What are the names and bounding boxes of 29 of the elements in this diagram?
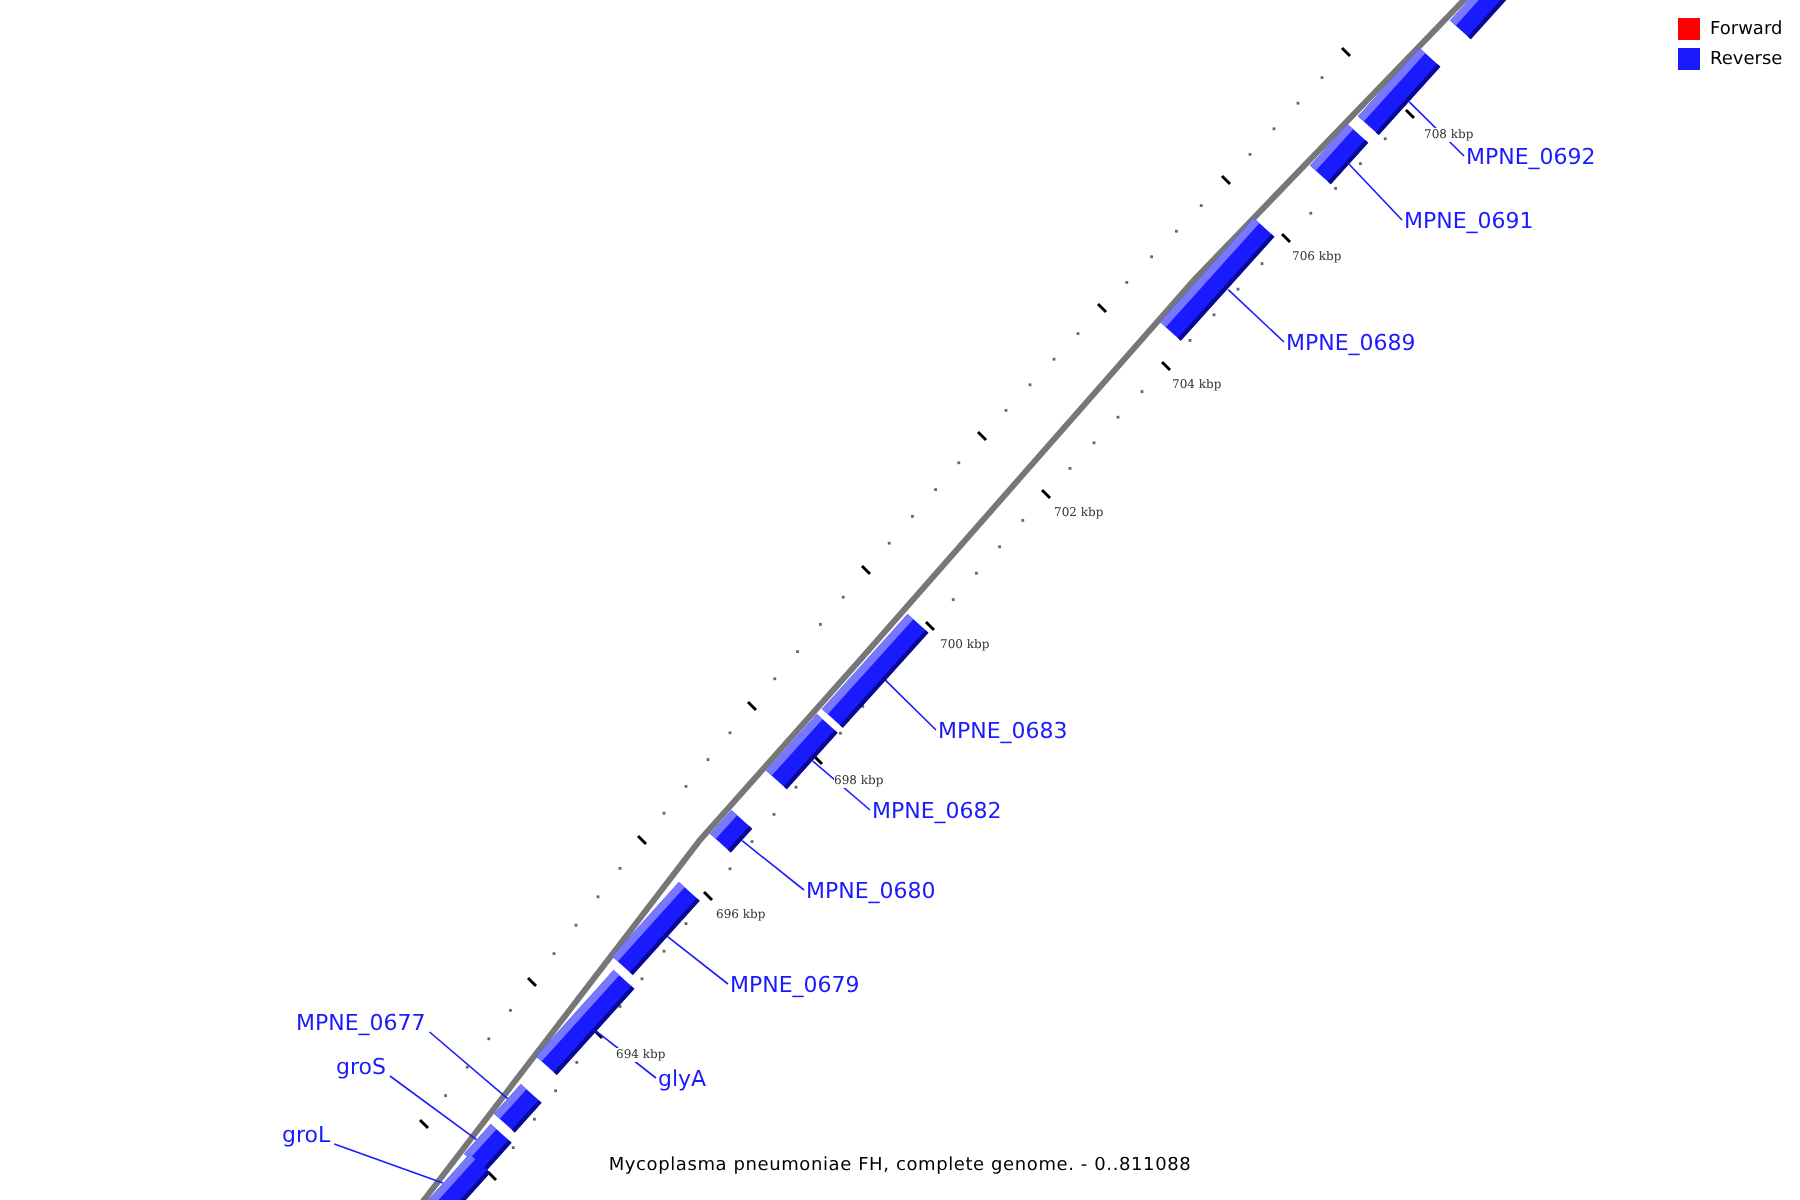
gene-label: MPNE_0691 [1404, 208, 1534, 234]
gene-bar [612, 881, 701, 975]
gene-label: groS [336, 1054, 386, 1080]
leader-line [333, 1143, 444, 1184]
gene-bar [710, 810, 753, 854]
gene-bar [1310, 123, 1369, 185]
gene-bar [821, 613, 929, 727]
gene-label: MPNE_0679 [730, 972, 860, 998]
gene-bar [1160, 218, 1276, 342]
leader-line [884, 679, 937, 731]
leader-line [1227, 288, 1285, 343]
gene-label: MPNE_0689 [1286, 330, 1416, 356]
leader-line [741, 839, 805, 891]
gene-label: MPNE_0677 [296, 1010, 426, 1036]
gene-label: glyA [658, 1066, 707, 1092]
legend-label: Forward [1710, 19, 1783, 39]
gene-label: MPNE_0692 [1466, 144, 1596, 170]
gene-label: MPNE_0680 [806, 878, 936, 904]
gene-label: groL [282, 1122, 331, 1148]
leader-line [666, 935, 729, 985]
gene-label: MPNE_0683 [938, 718, 1068, 744]
caption: Mycoplasma pneumoniae FH, complete genome. - 0..811088 [608, 1156, 1192, 1176]
gene-label: MPNE_0682 [872, 798, 1002, 824]
gene-bar [494, 1083, 543, 1133]
legend-label: Reverse [1710, 49, 1783, 69]
gene-bar [766, 714, 839, 790]
leader-line [1348, 163, 1403, 221]
leader-line [389, 1075, 478, 1141]
leader-line [428, 1031, 509, 1100]
